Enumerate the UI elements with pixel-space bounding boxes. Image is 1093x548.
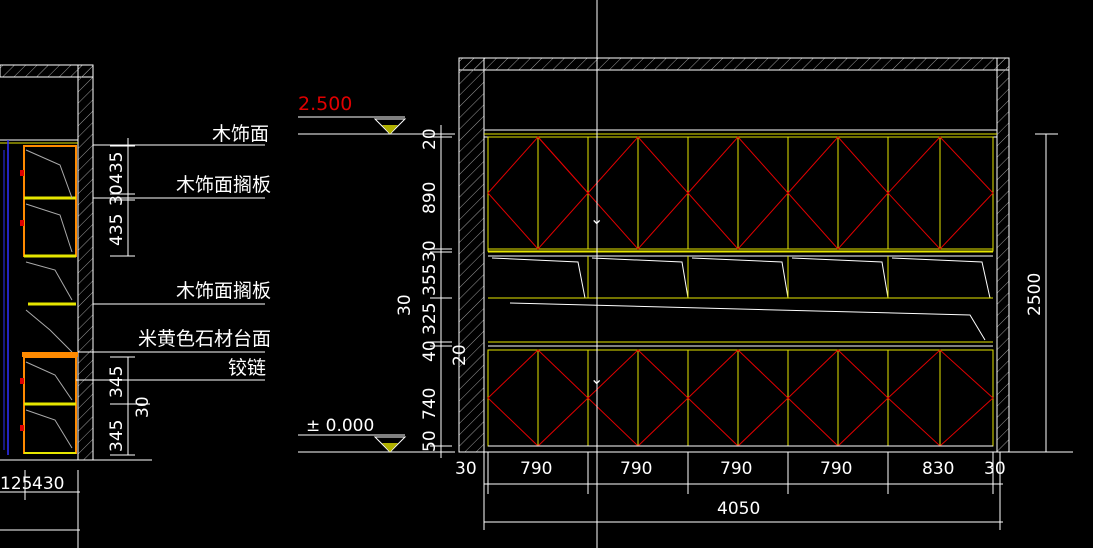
elev-dim-790-3: 790 — [720, 459, 752, 479]
elev-dim-790-4: 790 — [820, 459, 852, 479]
elev-dim-4050: 4050 — [717, 499, 760, 519]
chevron-down-icon: ⌄ — [590, 369, 603, 388]
elev-dim-2500: 2500 — [1025, 273, 1045, 316]
section-right-wall — [77, 64, 94, 461]
elev-dim-30-b: 30 — [395, 294, 415, 316]
lower-cabinet — [487, 349, 994, 447]
elev-dim-790-1: 790 — [520, 459, 552, 479]
label-stone-top: 米黄色石材台面 — [138, 328, 271, 350]
elevation-top-wall — [458, 57, 1010, 71]
elevation-left-wall — [458, 57, 485, 453]
elev-dim-355: 355 — [420, 264, 440, 296]
elevation-bottom-value: ± 0.000 — [306, 416, 374, 436]
label-wood-shelf-1: 木饰面搁板 — [176, 174, 271, 196]
upper-cabinet — [487, 136, 994, 253]
section-stone-top — [22, 352, 78, 357]
elev-dim-890: 890 — [420, 182, 440, 214]
label-wood-shelf-2: 木饰面搁板 — [176, 280, 271, 302]
label-wood-face: 木饰面 — [212, 123, 269, 145]
section-dim-430: 430 — [32, 474, 64, 494]
chevron-down-icon: ⌄ — [590, 209, 603, 228]
elevation-view: ⌄ ⌄ 2.500 ± 0.000 20 890 30 355 — [298, 0, 1073, 548]
label-hinge: 铰链 — [228, 357, 266, 379]
elevation-mark-top: 2.500 — [298, 93, 455, 135]
elevation-top-value: 2.500 — [298, 93, 352, 115]
elevation-right-wall — [996, 57, 1010, 453]
elev-dim-790-2: 790 — [620, 459, 652, 479]
section-dim-125: 125 — [0, 474, 32, 494]
elev-dim-740: 740 — [420, 388, 440, 420]
elev-dim-30-a: 30 — [420, 240, 440, 262]
elev-dim-30-right: 30 — [984, 459, 1006, 479]
section-dim-435-top: 435 — [107, 152, 127, 184]
section-dim-435-bottom: 435 — [107, 214, 127, 246]
elev-dim-40: 40 — [420, 340, 440, 362]
elevation-mark-bottom: ± 0.000 — [298, 416, 455, 453]
elev-dim-830: 830 — [922, 459, 954, 479]
open-shelf — [488, 255, 993, 347]
section-dim-345-bottom: 345 — [107, 420, 127, 452]
elev-dim-325: 325 — [420, 303, 440, 335]
section-dim-30-bottom: 30 — [133, 396, 153, 418]
section-dim-30-top: 30 — [107, 184, 127, 206]
elev-dim-30-left: 30 — [455, 459, 477, 479]
section-view: 木饰面 木饰面搁板 木饰面搁板 米黄色石材台面 铰链 435 30 435 34… — [0, 64, 271, 548]
elev-dim-20-mid: 20 — [450, 344, 470, 366]
elev-dim-20-top: 20 — [420, 128, 440, 150]
elev-dim-50: 50 — [420, 430, 440, 452]
section-dim-345-top: 345 — [107, 366, 127, 398]
